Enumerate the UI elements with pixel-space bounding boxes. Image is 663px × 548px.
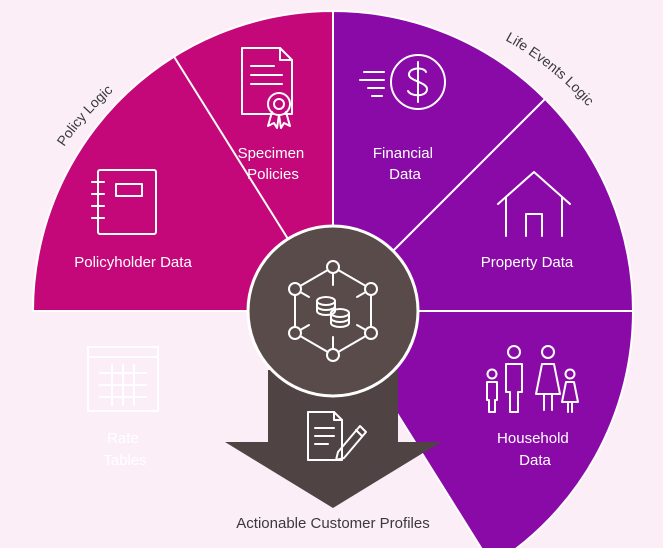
segment-household-data [331, 310, 635, 548]
label-specimen-policies: Specimen Policies [238, 145, 309, 183]
certificate-document-icon [241, 47, 293, 129]
segment-property-data [330, 97, 635, 312]
segment-financial-data [332, 9, 547, 314]
label-rate-tables: Rate Tables [103, 430, 146, 469]
document-pen-icon [307, 411, 367, 461]
output-arrow [225, 370, 441, 508]
label-financial-data: Financial Data [373, 145, 437, 183]
binder-notebook-icon [91, 169, 157, 235]
label-property-data: Property Data [481, 254, 574, 271]
table-grid-icon [87, 346, 159, 412]
segment-rate-tables [31, 55, 335, 312]
dollar-coin-icon [359, 54, 446, 110]
label-household-data: Household Data [497, 430, 573, 469]
family-icon [486, 345, 579, 413]
label-policyholder-data: Policyholder Data [74, 254, 192, 271]
data-network-icon [288, 260, 378, 362]
caption-actionable-customer-profiles: Actionable Customer Profiles [236, 515, 429, 532]
house-icon [497, 171, 571, 237]
